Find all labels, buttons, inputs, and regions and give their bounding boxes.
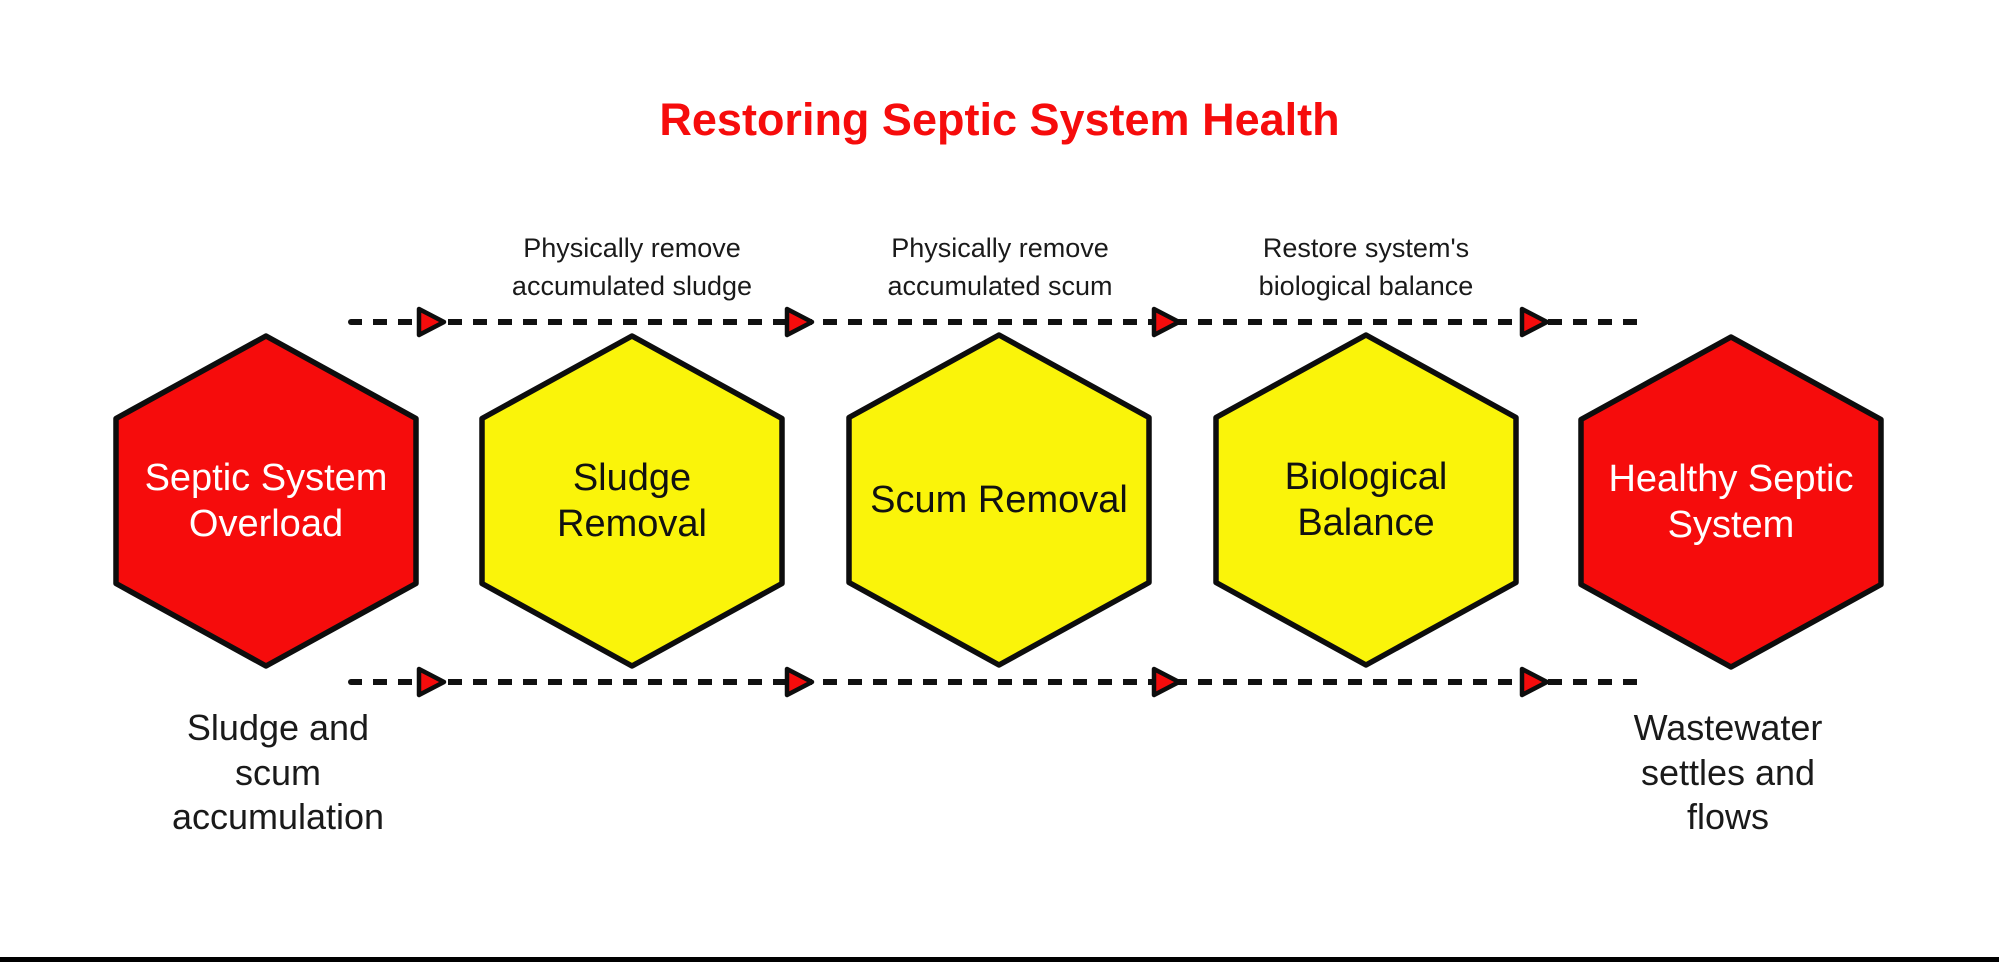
transition-label-sludge-removal: Physically remove accumulated sludge [511,233,753,302]
hexagon-shape [1213,332,1519,668]
node-sludge-removal: Sludge Removal [479,333,785,669]
arrow-right-icon [414,665,448,699]
arrow-right-icon [782,305,816,339]
bottom-dashed-flow-line [348,679,1644,685]
hexagon-shape [846,332,1152,668]
arrow-right-icon [1149,665,1183,699]
node-scum-removal: Scum Removal [846,332,1152,668]
arrow-right-icon [1517,665,1551,699]
caption-septic-system-overload: Sludge and scum accumulation [171,707,385,838]
caption-healthy-septic-system: Wastewater settles and flows [1633,707,1823,838]
node-biological-balance: Biological Balance [1213,332,1519,668]
transition-label-biological-balance: Restore system's biological balance [1258,233,1474,302]
arrow-right-icon [1149,305,1183,339]
top-dashed-flow-line [348,319,1644,325]
transition-label-scum-removal: Physically remove accumulated scum [887,233,1113,302]
node-septic-system-overload: Septic System Overload [113,333,419,669]
node-healthy-septic-system: Healthy Septic System [1578,334,1884,670]
arrow-right-icon [1517,305,1551,339]
arrow-right-icon [782,665,816,699]
hexagon-shape [479,333,785,669]
arrow-right-icon [414,305,448,339]
bottom-border-bar [0,957,1999,962]
hexagon-shape [1578,334,1884,670]
diagram-title: Restoring Septic System Health [659,94,1340,145]
hexagon-shape [113,333,419,669]
